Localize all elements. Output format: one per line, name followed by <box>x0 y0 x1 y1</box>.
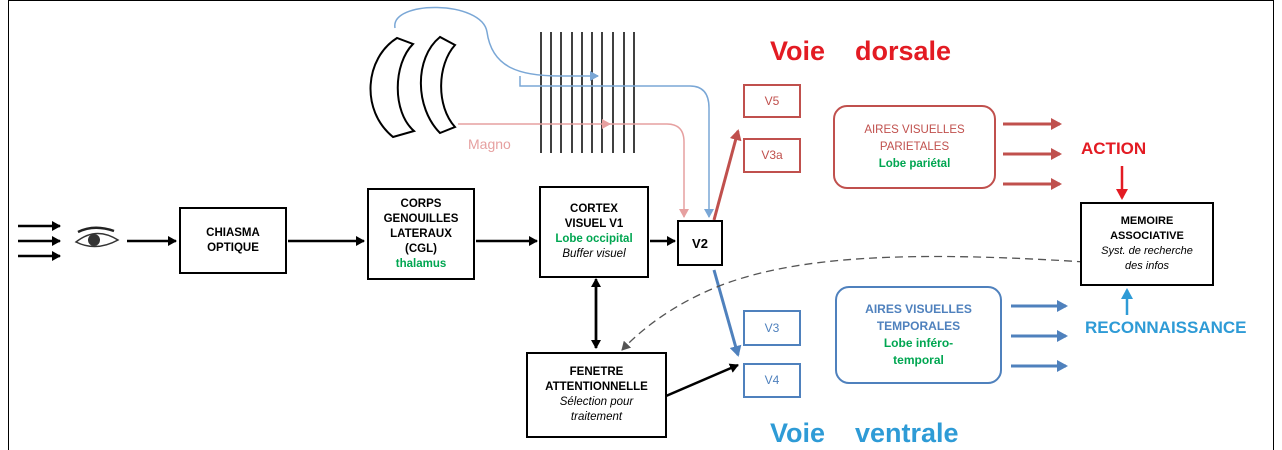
v3-box: V3 <box>743 310 801 346</box>
parietal-output-arrows <box>1003 118 1062 190</box>
fenetre-line1: FENETRE <box>569 366 624 378</box>
incoming-light-arrows <box>18 221 61 261</box>
magno-label: Magno <box>468 136 511 152</box>
eye-lens-icon <box>369 35 457 139</box>
v3a-box: V3a <box>743 138 801 173</box>
v1-line1: CORTEX <box>570 203 618 215</box>
main-flow-arrows <box>127 236 739 398</box>
chiasma-optique-box: CHIASMA OPTIQUE <box>179 207 287 274</box>
cortex-v1-box: CORTEX VISUEL V1 Lobe occipital Buffer v… <box>539 186 649 278</box>
parietal-line2: PARIETALES <box>879 140 950 153</box>
aires-parietales-box: AIRES VISUELLES PARIETALES Lobe pariétal <box>833 105 996 189</box>
cgl-box: CORPS GENOUILLES LATERAUX (CGL) thalamus <box>367 188 475 280</box>
grating-lines <box>540 32 635 153</box>
cgl-line5: thalamus <box>395 257 447 270</box>
action-label: ACTION <box>1081 139 1147 158</box>
v3a-label: V3a <box>761 148 783 162</box>
fenetre-line2: ATTENTIONNELLE <box>545 381 648 393</box>
temporal-line3: Lobe inféro- <box>883 336 954 350</box>
v2-label: V2 <box>692 235 708 251</box>
v5-label: V5 <box>764 93 780 108</box>
cgl-line2: GENOUILLES <box>383 212 459 225</box>
temporal-line1: AIRES VISUELLES <box>865 302 972 316</box>
dorsal-branch <box>712 129 742 221</box>
v4-label: V4 <box>764 373 780 387</box>
v1-line2: VISUEL V1 <box>564 218 624 230</box>
figure-frame <box>8 0 1274 450</box>
dashed-feedback-arrow <box>621 255 1086 351</box>
memoire-line4: des infos <box>1124 260 1170 272</box>
v3-label: V3 <box>764 320 780 335</box>
ventral-branch <box>712 269 742 357</box>
v2-box: V2 <box>677 220 723 266</box>
fenetre-attentionnelle-box: FENETRE ATTENTIONNELLE Sélection pour tr… <box>526 352 667 438</box>
fenetre-line3: Sélection pour <box>559 396 634 408</box>
temporal-line4: temporal <box>893 353 944 367</box>
v1-line4: Buffer visuel <box>562 248 626 260</box>
cgl-line4: (CGL) <box>405 242 437 255</box>
chiasma-line1: CHIASMA <box>206 226 260 239</box>
parvo-pathway <box>394 6 714 218</box>
aires-temporales-box: AIRES VISUELLES TEMPORALES Lobe inféro- … <box>835 286 1002 384</box>
chiasma-line2: OPTIQUE <box>207 241 259 254</box>
cgl-line3: LATERAUX <box>390 227 452 240</box>
temporal-line2: TEMPORALES <box>876 319 961 333</box>
ventral-title: Voie ventrale <box>770 418 959 448</box>
v5-box: V5 <box>743 84 801 118</box>
parietal-line1: AIRES VISUELLES <box>864 123 965 136</box>
dorsal-title: Voie dorsale <box>770 36 952 66</box>
magno-pathway <box>458 119 689 218</box>
memoire-associative-box: MEMOIRE ASSOCIATIVE Syst. de recherche d… <box>1080 202 1214 286</box>
memoire-line3: Syst. de recherche <box>1101 245 1193 257</box>
temporal-output-arrows <box>1011 300 1068 372</box>
memoire-line2: ASSOCIATIVE <box>1110 230 1184 242</box>
memoire-line1: MEMOIRE <box>1120 215 1174 227</box>
cgl-line1: CORPS <box>400 197 442 210</box>
v1-line3: Lobe occipital <box>555 233 633 245</box>
v4-box: V4 <box>743 363 801 398</box>
fenetre-line4: traitement <box>570 411 623 423</box>
parietal-line3: Lobe pariétal <box>878 157 951 170</box>
eye-icon <box>74 226 120 248</box>
reconnaissance-label: RECONNAISSANCE <box>1085 318 1247 337</box>
